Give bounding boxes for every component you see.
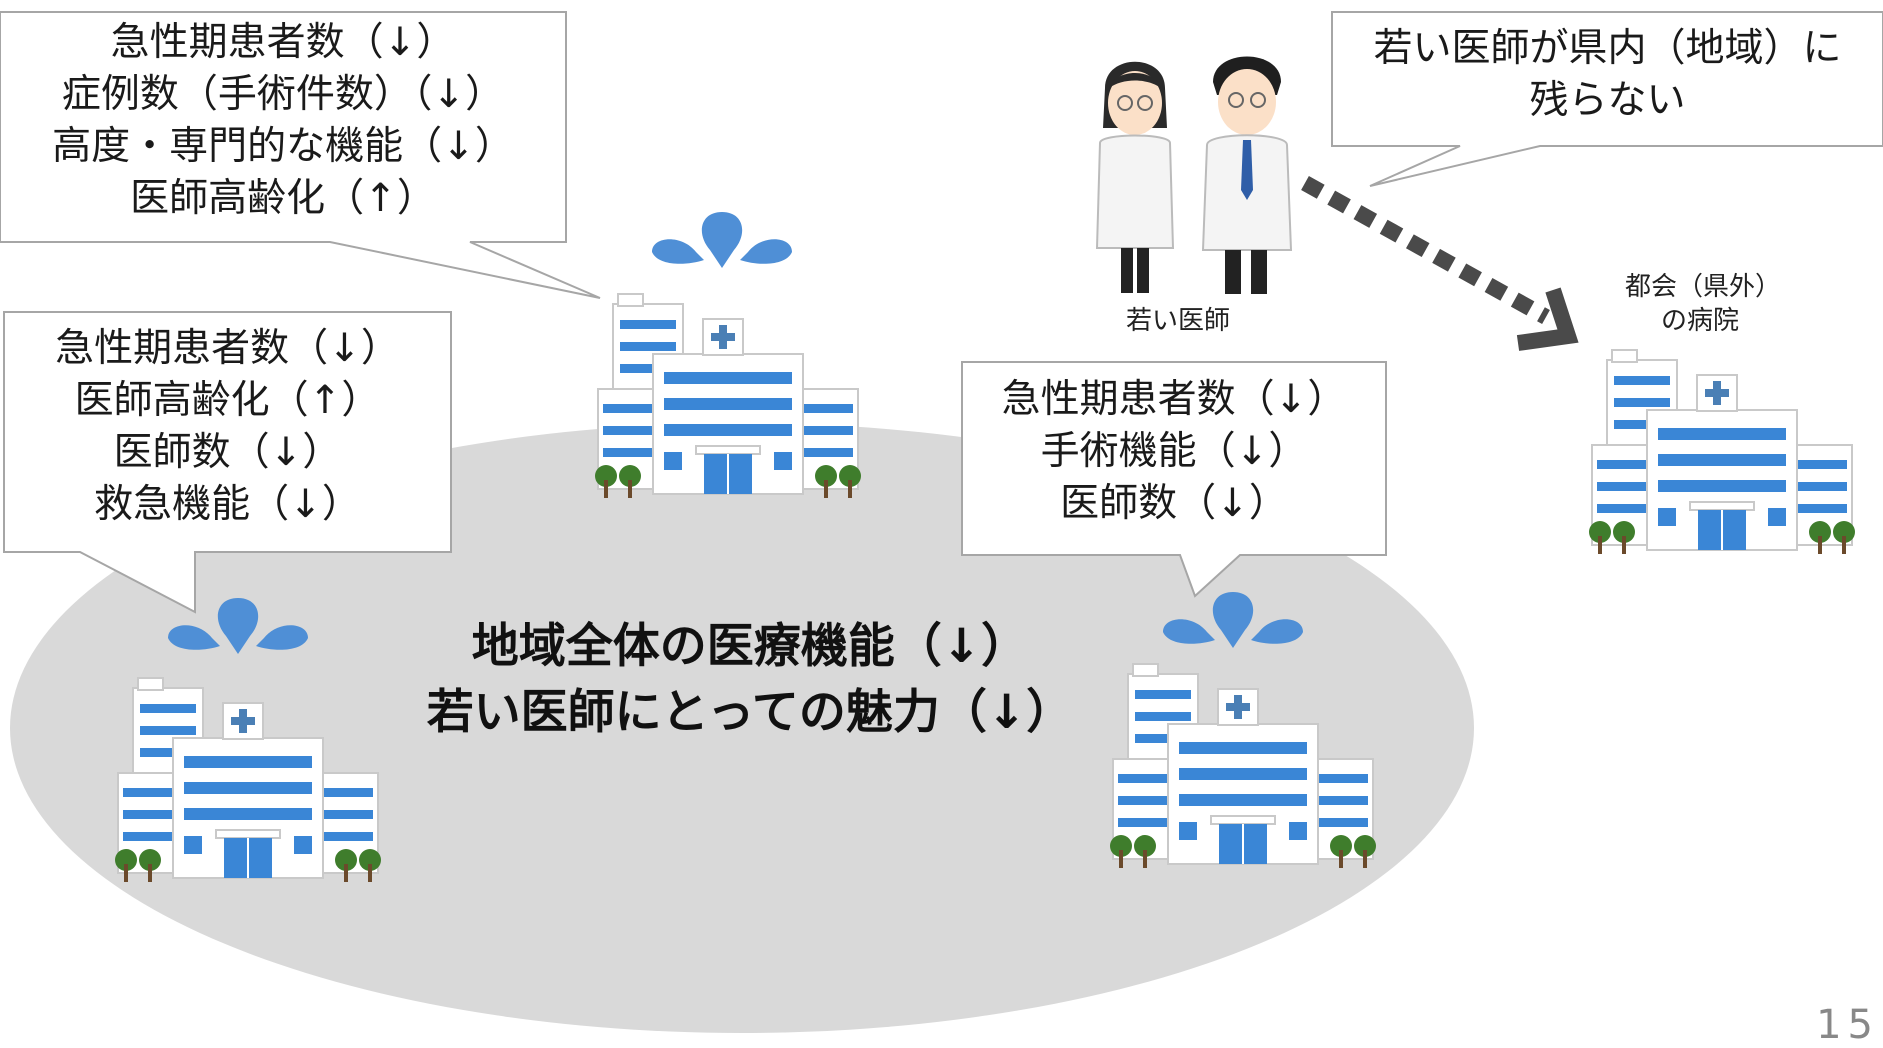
callout-line: 医師高齢化（↑） (74, 378, 381, 423)
sweat-drops-icon (652, 212, 792, 268)
callout-line: 急性期患者数（↓） (55, 326, 400, 371)
callout-line: 高度・専門的な機能（↓） (52, 124, 514, 169)
callout-line: 若い医師が県内（地域）に (1373, 26, 1842, 71)
callout-line: 急性期患者数（↓） (1001, 377, 1347, 422)
page-number: 15 (1816, 1002, 1879, 1048)
callout-line: 医師数（↓） (113, 430, 342, 475)
callout-line: 医師高齢化（↑） (130, 176, 436, 221)
callout-mid-right: 急性期患者数（↓） 手術機能（↓） 医師数（↓） (962, 372, 1386, 532)
callout-mid-left-shape (3, 311, 452, 614)
callout-top-left-shape (0, 11, 601, 299)
dotted-arrow-icon (1301, 176, 1579, 351)
doctor-man-icon (1201, 56, 1293, 294)
callout-line: 残らない (1529, 78, 1686, 123)
region-summary: 地域全体の医療機能（↓） 若い医師にとっての魅力（↓） (370, 614, 1130, 746)
region-summary-line: 若い医師にとっての魅力（↓） (426, 685, 1074, 740)
doctor-woman-icon (1095, 61, 1175, 293)
callout-mid-right-shape (961, 361, 1387, 598)
hospital-icon (1588, 349, 1856, 555)
callout-top-right-shape (1331, 11, 1883, 187)
callout-line: 医師数（↓） (1060, 481, 1288, 526)
callout-line: 症例数（手術件数）（↓） (61, 72, 505, 117)
callout-top-right: 若い医師が県内（地域）に 残らない (1332, 20, 1883, 130)
city-hospital-label: 都会（県外） の病院 (1625, 270, 1782, 338)
region-ellipse (10, 423, 1474, 1033)
city-hospital-label-line: の病院 (1660, 306, 1739, 336)
hospital-icon (594, 293, 862, 499)
callout-line: 救急機能（↓） (94, 482, 361, 527)
callout-line: 急性期患者数（↓） (110, 20, 456, 65)
city-hospital-label-line: 都会（県外） (1625, 272, 1782, 302)
callout-line: 手術機能（↓） (1040, 429, 1308, 474)
region-summary-line: 地域全体の医療機能（↓） (471, 619, 1029, 674)
young-doctors-label: 若い医師 (1126, 306, 1231, 336)
callout-mid-left: 急性期患者数（↓） 医師高齢化（↑） 医師数（↓） 救急機能（↓） (4, 322, 451, 532)
callout-top-left: 急性期患者数（↓） 症例数（手術件数）（↓） 高度・専門的な機能（↓） 医師高齢… (0, 16, 566, 226)
